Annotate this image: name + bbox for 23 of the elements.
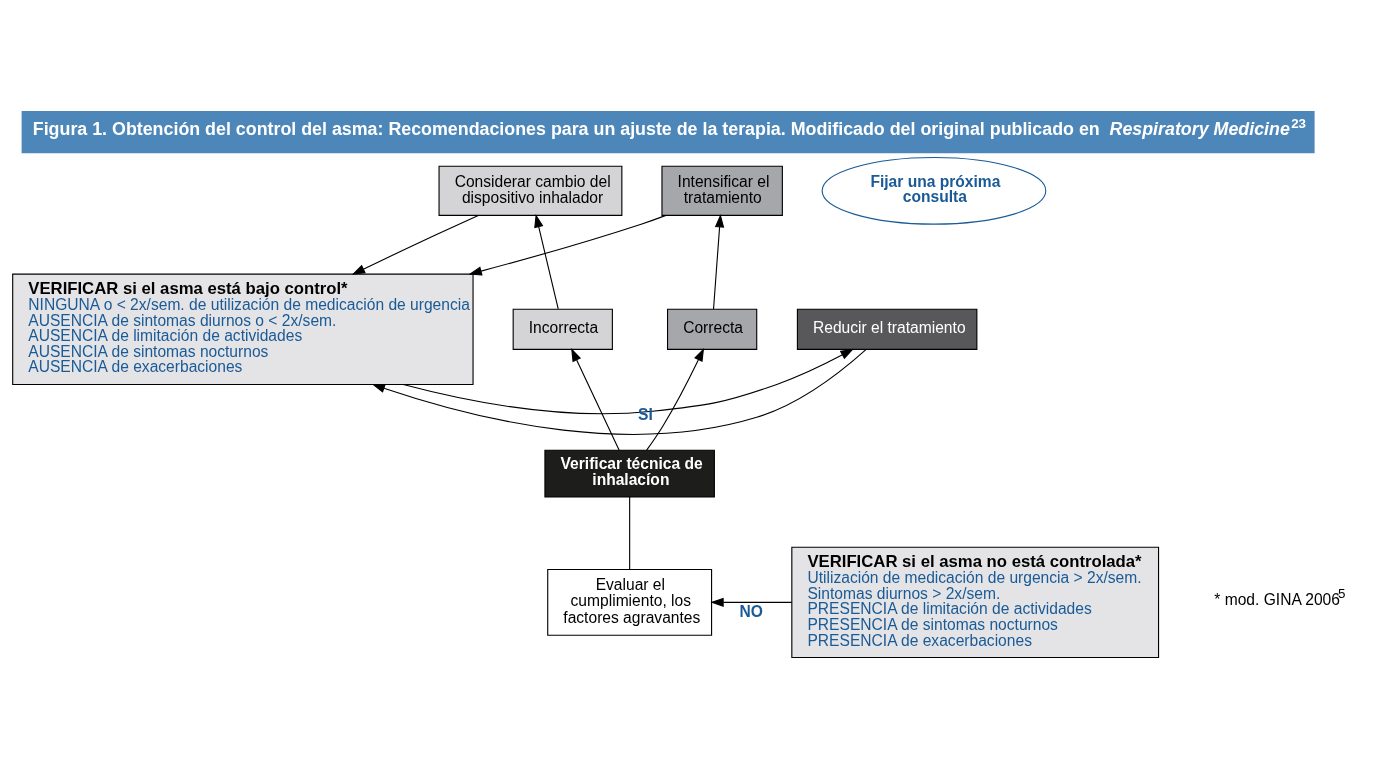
connector — [629, 496, 631, 570]
edge-label: NO — [739, 602, 763, 620]
arrow — [713, 213, 725, 309]
arrow — [571, 347, 620, 451]
node-box: VERIFICAR si el asma está bajo control* NINGUNA o < 2x/sem. de utilización de medicación de urgencia AUSENCIA de sintomas diurnos o < 2x/sem. AUSENCIA de limitación de actividades AUSENCIA de sintomas nocturnos AUSENCIA de exacerbaciones — [12, 273, 474, 385]
arrow — [468, 214, 667, 276]
arrow — [351, 214, 479, 275]
arrow — [646, 347, 705, 451]
node-box: Evaluar el cumplimiento, los factores agravantes — [547, 568, 713, 636]
diagram-title: Figura 1. Obtención del control del asma: Recomendaciones para un ajuste de la terapia. Modificado del original publicado en Respiratory Medicine$^{23}$ — [32, 115, 1307, 139]
arrow — [371, 348, 867, 435]
node-box: Verificar técnica de inhalacíon — [544, 449, 715, 498]
node-box: Incorrecta — [512, 308, 613, 350]
arrow — [534, 213, 559, 309]
node-box: VERIFICAR si el asma no está controlada* Utilización de medicación de urgencia > 2x/sem. Sintomas diurnos > 2x/sem. PRESENCIA de limitación de actividades PRESENCIA de sintomas nocturnos PRESENCIA de exacerbaciones — [791, 546, 1160, 658]
node-ellipse: Fijar una próxima consulta — [821, 156, 1047, 225]
node-box: Correcta — [667, 308, 758, 350]
node-box: Intensificar el tratamiento — [661, 165, 783, 216]
arrow — [402, 348, 854, 414]
label: * mod. GINA 2006$^{5}$ — [1214, 585, 1346, 608]
node-box: Considerar cambio del dispositivo inhalador — [438, 165, 623, 216]
arrow — [710, 597, 793, 607]
node-box: Reducir el tratamiento — [796, 308, 978, 350]
